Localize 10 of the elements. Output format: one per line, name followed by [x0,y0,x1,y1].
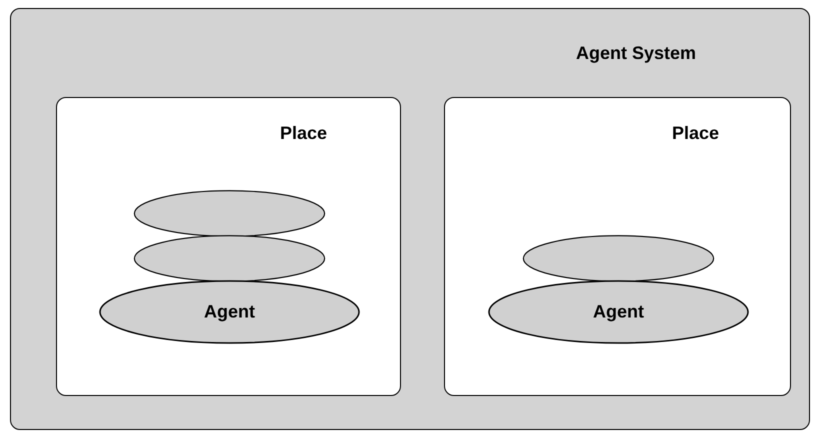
agent-ellipse [488,280,749,344]
agent-ellipse [99,280,360,344]
agent-label: Agent [592,302,645,322]
place-box [444,97,791,396]
system-container [10,8,810,430]
place-title: Place [280,123,328,144]
agent-label: Agent [203,302,256,322]
place-box [56,97,401,396]
place-title: Place [672,123,720,144]
system-title: Agent System [576,43,696,64]
